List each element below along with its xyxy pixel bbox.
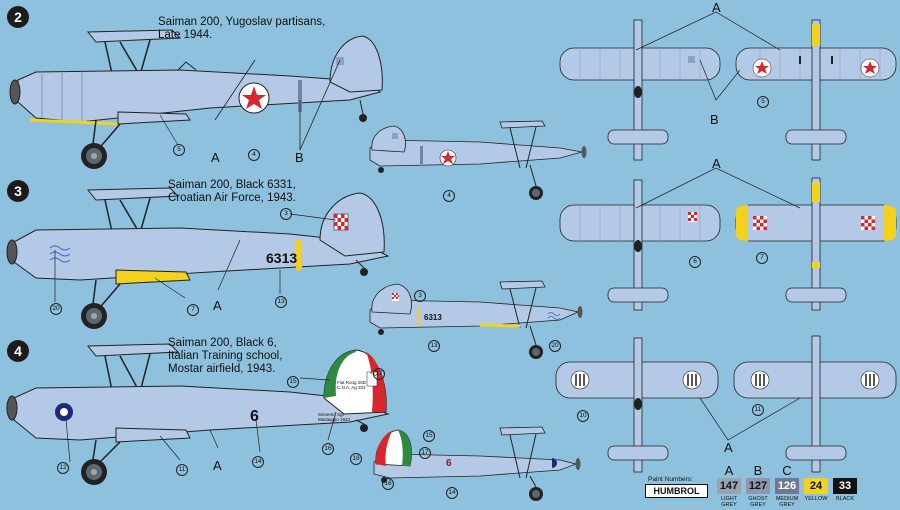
- callout-p4-top-10: 10: [577, 410, 589, 422]
- letter-b-top1: B: [710, 112, 719, 127]
- profile-caption-2: Saiman 200, Yugoslav partisans, Late 194…: [158, 16, 326, 41]
- callout-p4-small-15: 15: [423, 430, 435, 442]
- callout-p4-small-16: 16: [382, 478, 394, 490]
- code-6313-small: 6313: [424, 313, 442, 322]
- callout-p4-side-12: 12: [57, 462, 69, 474]
- callout-p3-side-7: 7: [187, 304, 199, 316]
- code-6-side: 6: [250, 408, 259, 425]
- profile-badge-4: 4: [7, 340, 29, 362]
- letter-a-top3: A: [724, 440, 733, 455]
- top-view-row1-left: [559, 19, 721, 161]
- callout-p3-top-6: 6: [689, 256, 701, 268]
- callout-p3-small-20: 20: [549, 340, 561, 352]
- top-view-row2-left: [559, 179, 721, 311]
- paint-swatch-code: 147: [717, 478, 741, 494]
- profile3-side-view: [6, 187, 390, 329]
- profile4-side-view: [6, 343, 390, 485]
- paint-swatch-name: BLACK: [835, 496, 855, 502]
- paint-swatch-code: 127: [746, 478, 770, 494]
- callout-p3-side-3: 3: [280, 208, 292, 220]
- profile-caption-4: Saiman 200, Black 6, Italian Training sc…: [168, 337, 283, 375]
- paint-swatch-letter: C: [782, 463, 792, 478]
- letter-a-top1: A: [712, 0, 721, 15]
- callout-p4-small-17: 17: [419, 447, 431, 459]
- profile-badge-2: 2: [7, 6, 29, 28]
- humbrol-brand: HUMBROL: [645, 484, 708, 498]
- callout-p4-side-14: 14: [252, 456, 264, 468]
- letter-a-p2: A: [211, 150, 220, 165]
- paint-swatch-name: YELLOW: [804, 496, 828, 502]
- callout-p3-small-3: 3: [414, 290, 426, 302]
- callout-p4-side-11: 11: [176, 464, 188, 476]
- paint-swatch-letter: A: [724, 463, 734, 478]
- code-6313-side: 6313: [266, 250, 298, 266]
- paint-swatch-letter: B: [753, 463, 763, 478]
- callout-p3-side-13: 13: [275, 296, 287, 308]
- letter-a-top2: A: [712, 156, 721, 171]
- profile2-side-view: [9, 29, 383, 169]
- paint-swatch-code: 24: [804, 478, 828, 494]
- paint-swatch-name: GHOST GREY: [748, 496, 768, 508]
- italian-tail-text: Fiat Roog 26D C.N.A. Ag 203: [337, 380, 367, 390]
- callout-p3-small-13: 13: [428, 340, 440, 352]
- callout-p2-side-5: 5: [173, 144, 185, 156]
- callout-p2-side-4: 4: [248, 149, 260, 161]
- profile3-small-side: [369, 280, 583, 359]
- paint-swatch-name: LIGHT GREY: [720, 496, 738, 508]
- callout-p4-side-15: 15: [287, 376, 299, 388]
- italian-fuselage-text: Sinnemo Sgt Mastaggio 1943: [318, 412, 351, 422]
- letter-a-p4: A: [213, 458, 222, 473]
- callout-p4-top-11: 11: [752, 404, 764, 416]
- profile-badge-3: 3: [7, 180, 29, 202]
- profile-caption-3: Saiman 200, Black 6331, Croatian Air For…: [168, 179, 296, 204]
- callout-p4-small-14: 14: [446, 487, 458, 499]
- profile4-small-side: [373, 426, 581, 501]
- callout-p3-top-7: 7: [756, 252, 768, 264]
- top-view-row3-right: [733, 335, 897, 473]
- profile2-small-side: [369, 120, 587, 200]
- callout-p4-side-17: 17: [373, 368, 385, 380]
- callout-p4-small-18: 18: [350, 453, 362, 465]
- paint-swatch-code: 33: [833, 478, 857, 494]
- letter-b-p2: B: [295, 150, 304, 165]
- code-6-small: 6: [446, 458, 452, 469]
- paint-numbers-label: Paint Numbers:: [648, 476, 693, 483]
- callout-p2-top-5: 5: [757, 96, 769, 108]
- callout-p3-side-20: 20: [50, 303, 62, 315]
- top-view-row1-right: [735, 19, 897, 161]
- top-view-row3-left: [555, 337, 719, 473]
- paint-swatch-code: 126: [775, 478, 799, 494]
- callout-p2-small-4: 4: [443, 190, 455, 202]
- callout-p4-side-16: 16: [322, 443, 334, 455]
- paint-swatch-name: MEDIUM GREY: [775, 496, 799, 508]
- top-view-row2-right: [735, 177, 897, 311]
- letter-a-p3: A: [213, 298, 222, 313]
